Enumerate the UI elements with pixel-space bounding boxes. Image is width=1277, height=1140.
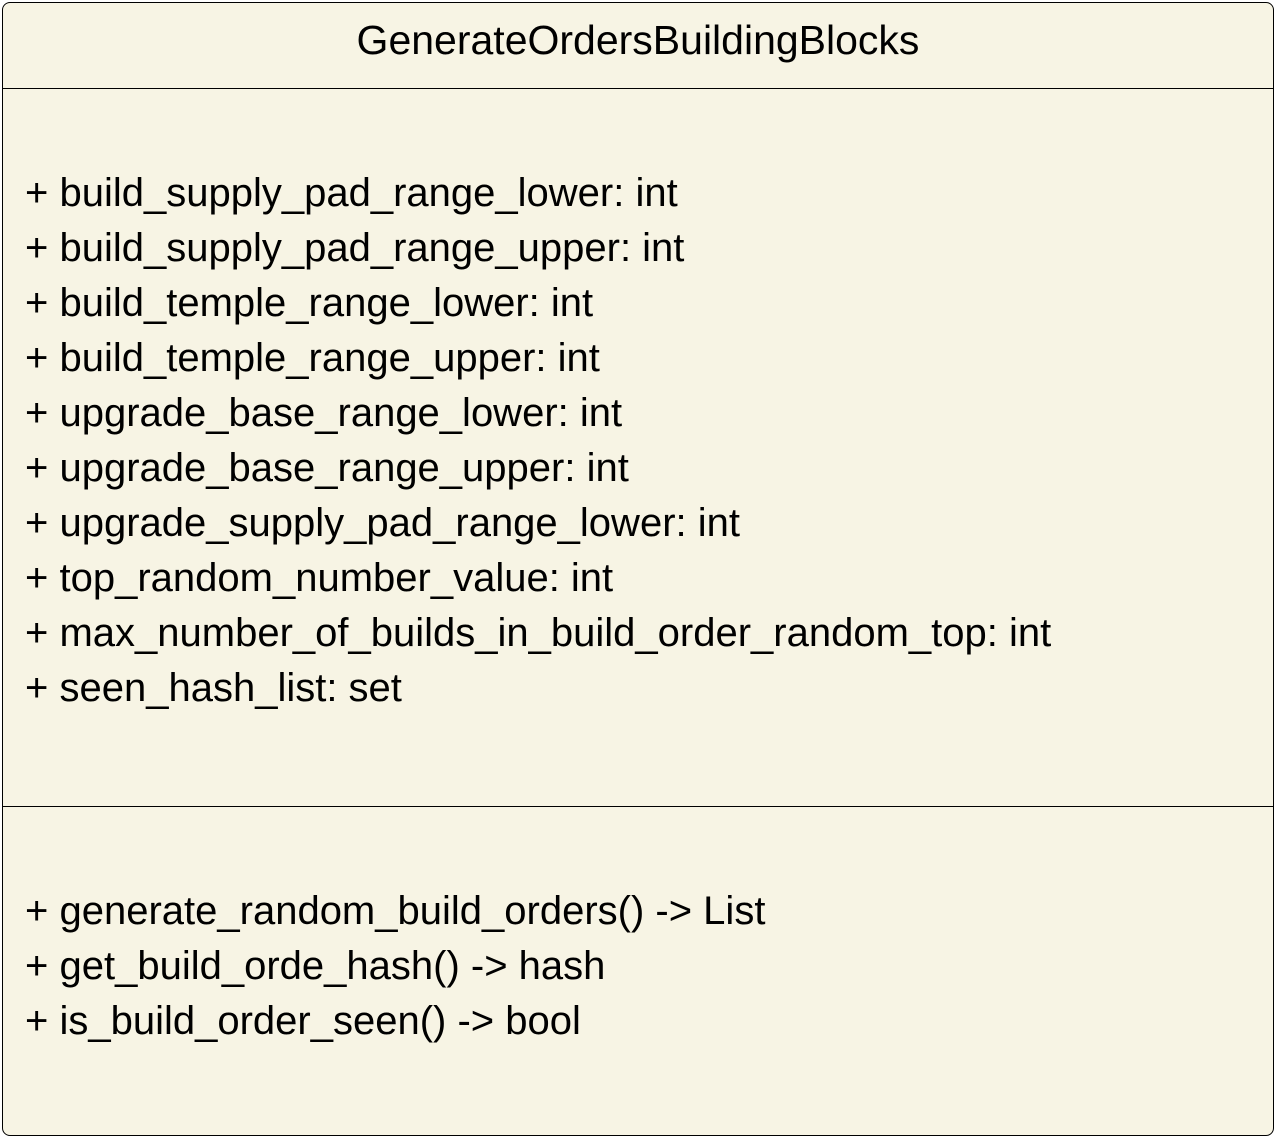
operation-item: + generate_random_build_orders() -> List <box>25 889 766 933</box>
attribute-item: + upgrade_supply_pad_range_lower: int <box>25 501 740 545</box>
attribute-item: + upgrade_base_range_upper: int <box>25 446 629 490</box>
attribute-item: + build_temple_range_upper: int <box>25 336 600 380</box>
attribute-item: + build_temple_range_lower: int <box>25 281 594 325</box>
attribute-item: + max_number_of_builds_in_build_order_ra… <box>25 611 1052 655</box>
attributes-section: + build_supply_pad_range_lower: int + bu… <box>25 166 1263 716</box>
attributes-operations-divider <box>3 806 1273 807</box>
operations-section: + generate_random_build_orders() -> List… <box>25 884 1263 1049</box>
name-attributes-divider <box>3 88 1273 89</box>
attribute-item: + upgrade_base_range_lower: int <box>25 391 623 435</box>
operation-item: + is_build_order_seen() -> bool <box>25 999 581 1043</box>
attribute-item: + build_supply_pad_range_upper: int <box>25 226 685 270</box>
attribute-item: + seen_hash_list: set <box>25 666 402 710</box>
attribute-item: + build_supply_pad_range_lower: int <box>25 171 678 215</box>
operation-item: + get_build_orde_hash() -> hash <box>25 944 606 988</box>
attribute-item: + top_random_number_value: int <box>25 556 614 600</box>
class-name: GenerateOrdersBuildingBlocks <box>356 17 920 63</box>
